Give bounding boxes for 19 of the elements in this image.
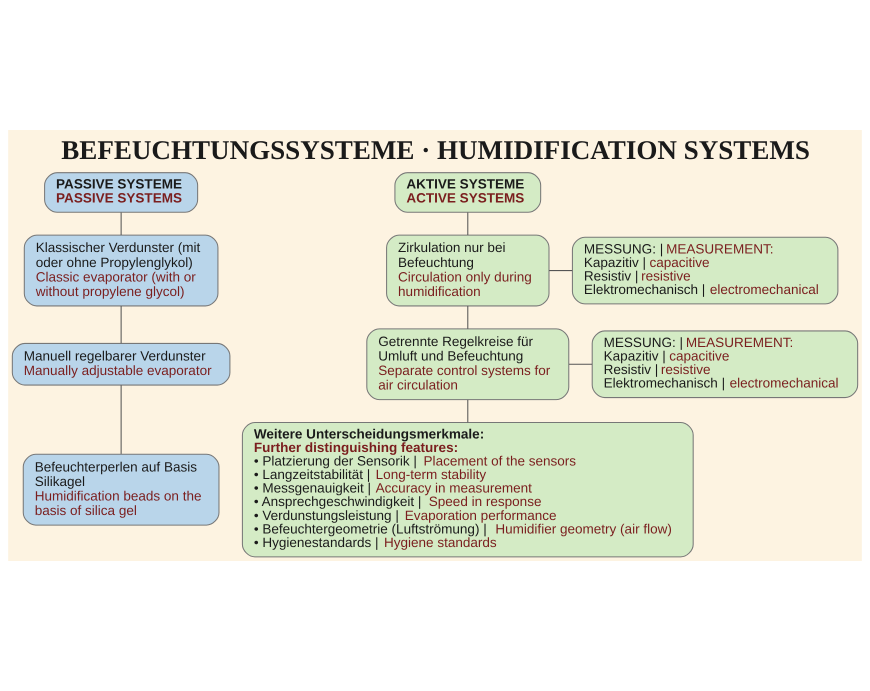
connector	[120, 385, 122, 454]
node-box: Weitere Unterscheidungsmerkmale: Further distinguishing features: • Platzierung der Sensorik | Placement of the sensors • Langzeitstabilität | Long-term stability • Messgenauigkeit | Accuracy in measurement • Ansprechgeschwindigkeit | Speed in response • Verdunstungsleistung | Evaporation performance • Befeuchtergeometrie (Luftströmung) | Humidifier geometry (air flow) • Hygienestandards | Hygiene standards	[242, 422, 694, 558]
node-box: MESSUNG: | MEASUREMENT: Kapazitiv | capacitive Resistiv | resistive Elektromechanisch | electromechanical	[572, 236, 838, 304]
node-box: PASSIVE SYSTEME PASSIVE SYSTEMS	[44, 172, 198, 213]
node-box: AKTIVE SYSTEME ACTIVE SYSTEMS	[394, 172, 542, 213]
connector	[569, 364, 592, 365]
connector	[549, 270, 572, 272]
diagram-title: BEFEUCHTUNGSSYSTEME · HUMIDIFICATION SYSTEMS	[61, 134, 810, 165]
connector	[467, 212, 468, 236]
connector	[120, 212, 122, 236]
node-box: Klassischer Verdunster (mit oder ohne Propylenglykol) Classic evaporator (with or without propylene glycol)	[24, 234, 218, 306]
node-box: Getrennte Regelkreise für Umluft und Befeuchtung Separate control systems for air circulation	[366, 328, 570, 400]
node-box: Zirkulation nur bei Befeuchtung Circulation only during humidification	[386, 234, 550, 306]
connector	[120, 306, 122, 344]
node-box: Manuell regelbarer Verdunster Manually adjustable evaporator	[12, 342, 230, 386]
connector	[467, 306, 468, 329]
node-box: Befeuchterperlen auf Basis Silikagel Humidification beads on the basis of silica gel	[22, 454, 220, 526]
connector	[467, 400, 468, 422]
node-box: MESSUNG: | MEASUREMENT: Kapazitiv | capacitive Resistiv | resistive Elektromechanisch | electromechanical	[592, 330, 858, 398]
